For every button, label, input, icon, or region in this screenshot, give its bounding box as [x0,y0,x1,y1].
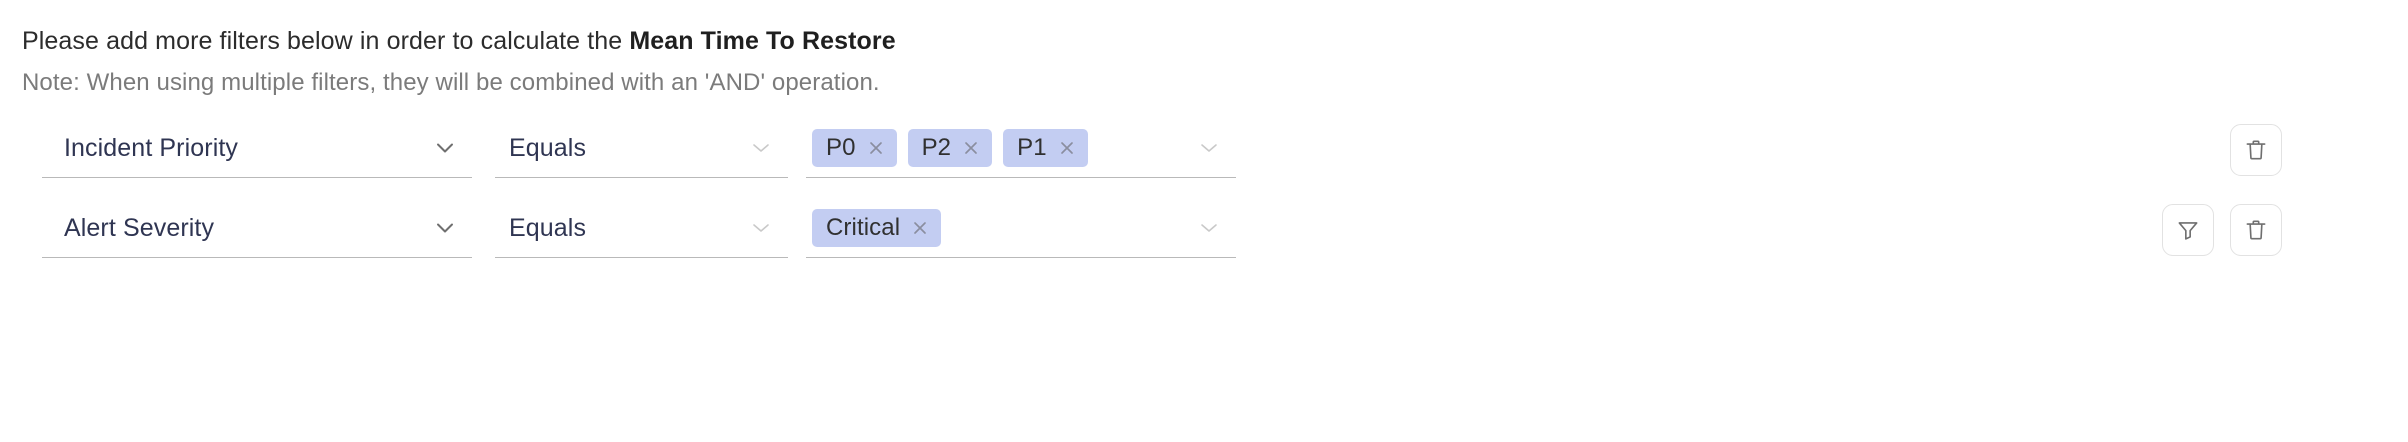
filter-row: Alert Severity Equals Cr [22,200,2408,280]
value-chip[interactable]: Critical [812,209,942,248]
attribute-select-value: Incident Priority [64,133,238,162]
close-icon[interactable] [1057,138,1077,158]
value-multiselect[interactable]: P0 P2 [806,120,1236,178]
row-actions [2162,203,2282,256]
filter-note: Note: When using multiple filters, they … [22,69,880,96]
chevron-down-icon [748,135,774,161]
chevron-down-icon [432,135,458,161]
value-chip[interactable]: P0 [812,129,897,168]
operator-select[interactable]: Equals [495,120,788,178]
row-actions [2230,123,2282,176]
chevron-down-icon [748,215,774,241]
delete-filter-button[interactable] [2230,123,2282,176]
page-title-metric: Mean Time To Restore [629,27,896,55]
value-multiselect[interactable]: Critical [806,200,1236,258]
close-icon[interactable] [910,218,930,238]
value-chip[interactable]: P2 [907,129,993,168]
value-chip-label: Critical [826,214,901,242]
attribute-select[interactable]: Incident Priority [42,120,472,178]
operator-select[interactable]: Equals [495,200,788,258]
add-filter-button[interactable] [2162,203,2214,256]
value-chip-label: P0 [826,134,856,162]
page-title-prefix: Please add more filters below in order t… [22,27,630,55]
chevron-down-icon [1196,215,1222,241]
selected-value-chips: Critical [812,209,942,248]
value-chip-label: P1 [1017,134,1047,162]
operator-select-value: Equals [509,213,587,242]
chevron-down-icon [1196,135,1222,161]
attribute-select-value: Alert Severity [64,213,215,242]
close-icon[interactable] [866,138,886,158]
delete-filter-button[interactable] [2230,203,2282,256]
page-title: Please add more filters below in order t… [22,26,2408,56]
filter-rows: Incident Priority Equals [22,120,2408,280]
selected-value-chips: P0 P2 [812,129,1088,168]
filter-row: Incident Priority Equals [22,120,2408,200]
operator-select-value: Equals [509,133,587,162]
chevron-down-icon [432,215,458,241]
value-chip-label: P2 [921,134,952,162]
attribute-select[interactable]: Alert Severity [42,200,472,258]
value-chip[interactable]: P1 [1003,129,1088,168]
close-icon[interactable] [961,138,981,158]
